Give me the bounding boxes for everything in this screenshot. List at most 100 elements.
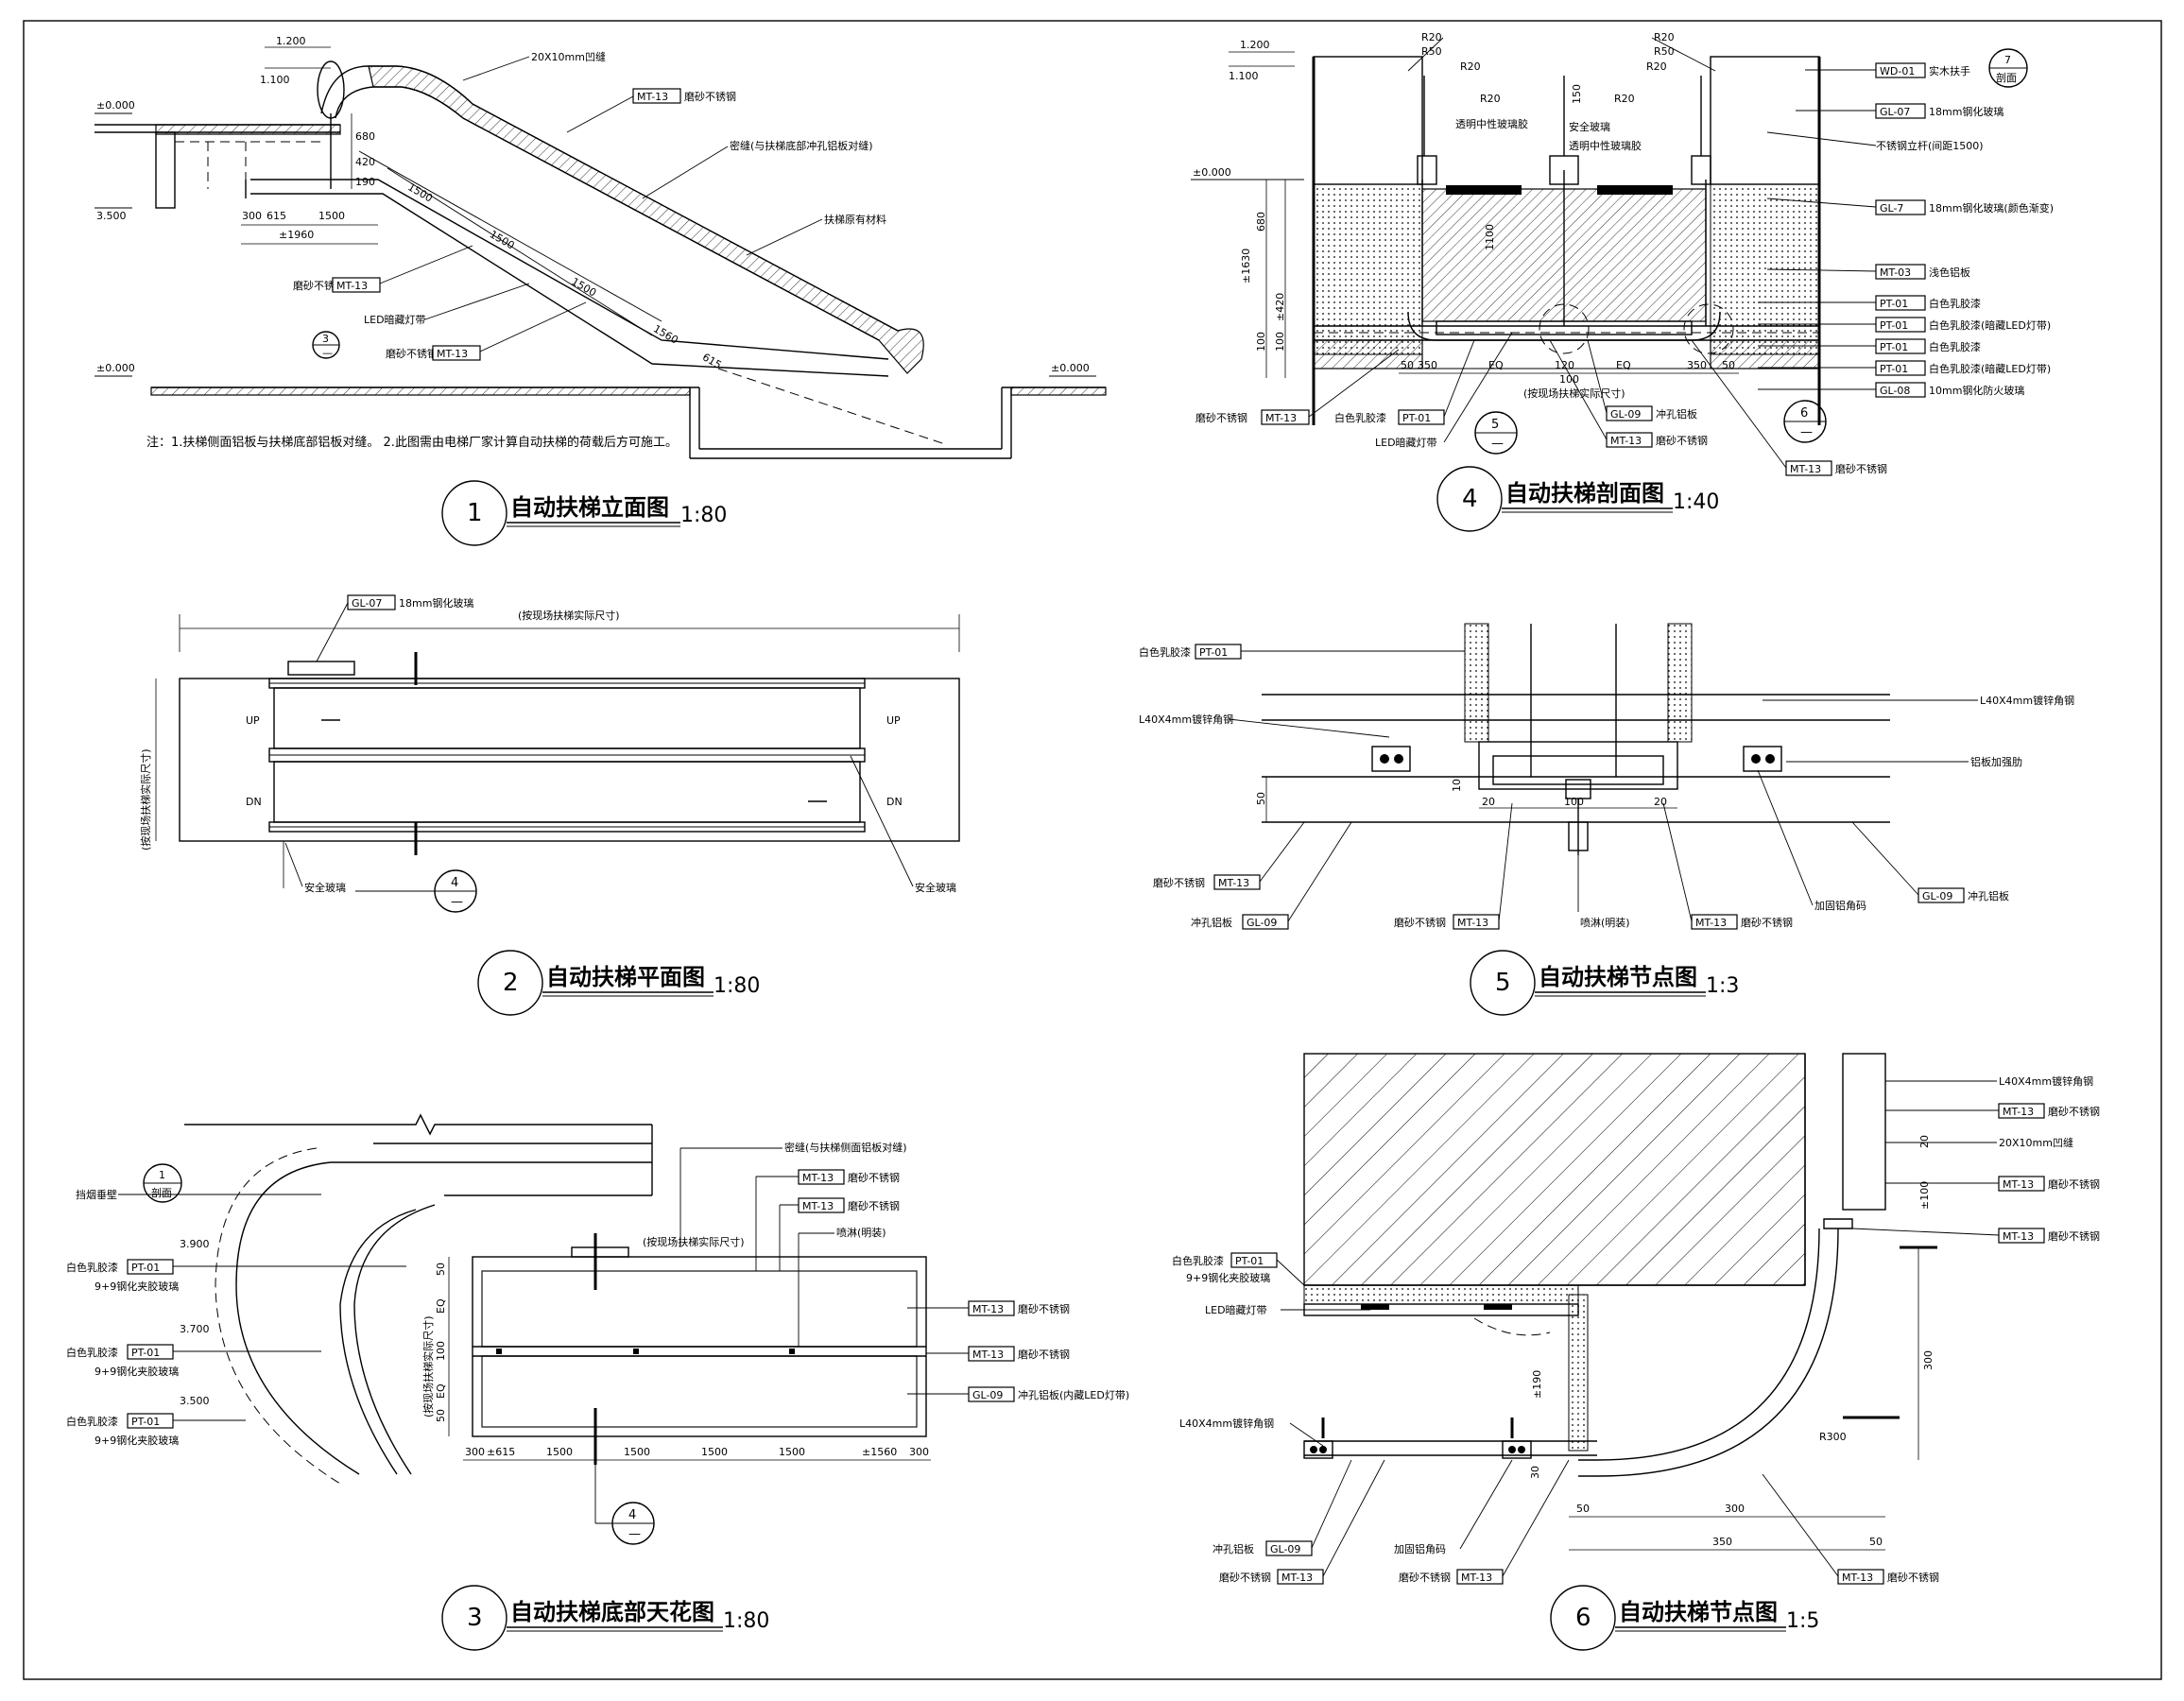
ref-sheet: — bbox=[1491, 437, 1504, 451]
view-title: 自动扶梯节点图 bbox=[1539, 964, 1697, 990]
callout: 磨砂不锈钢 bbox=[1394, 917, 1446, 929]
view-title: 自动扶梯底部天花图 bbox=[510, 1599, 714, 1625]
callout: 冲孔铝板 bbox=[1968, 889, 2009, 902]
dim-label: 350 bbox=[1712, 1536, 1732, 1548]
dim-label: 20 bbox=[1654, 796, 1667, 808]
callout: 白色乳胶漆 bbox=[1139, 645, 1191, 659]
callout: 磨砂不锈钢 bbox=[2048, 1230, 2100, 1243]
callout: 9+9钢化夹胶玻璃 bbox=[1186, 1271, 1270, 1284]
dim-label: EQ bbox=[1616, 359, 1631, 371]
inner-label: 透明中性玻璃胶 bbox=[1569, 139, 1642, 152]
callout: L40X4mm镀锌角钢 bbox=[1980, 694, 2074, 707]
material-tag: GL-07 bbox=[352, 597, 382, 610]
dim-label: EQ bbox=[1488, 359, 1504, 371]
callout: 密缝(与扶梯底部冲孔铝板对缝) bbox=[730, 139, 873, 152]
ref-sheet: 剖面 bbox=[1996, 71, 2017, 84]
material-tag: MT-13 bbox=[1695, 917, 1727, 929]
direction-label: DN bbox=[246, 796, 262, 808]
callout: 喷淋(明装) bbox=[1580, 917, 1630, 929]
material-desc: 浅色铝板 bbox=[1929, 266, 1970, 279]
material-tag: PT-01 bbox=[1880, 341, 1908, 353]
dim-label: 1500 bbox=[405, 180, 435, 204]
ref-sheet: — bbox=[1800, 425, 1813, 439]
callout: 磨砂不锈钢 bbox=[1741, 917, 1793, 929]
callout: 白色乳胶漆 bbox=[66, 1415, 118, 1428]
material-desc: 白色乳胶漆(暗藏LED灯带) bbox=[1929, 362, 2051, 375]
view-number: 4 bbox=[1462, 485, 1478, 513]
material-tag: MT-13 bbox=[802, 1200, 834, 1212]
dim-label: 350 bbox=[1687, 359, 1707, 371]
view-title-6: 6 自动扶梯节点图 1:5 bbox=[1550, 1585, 1819, 1651]
callout: 磨砂不锈钢 bbox=[1219, 1572, 1271, 1584]
radius-label: R50 bbox=[1421, 45, 1442, 58]
drawing-note: 注：1.扶梯侧面铝板与扶梯底部铝板对缝。 2.此图需由电梯厂家计算自动扶梯的荷载… bbox=[146, 435, 678, 450]
view-scale: 1:80 bbox=[714, 974, 760, 998]
dim-label: ±420 bbox=[1274, 293, 1286, 321]
dim-label: 20 bbox=[1918, 1135, 1931, 1148]
dim-label: ±1560 bbox=[862, 1446, 897, 1458]
dim-label: 300 bbox=[1725, 1503, 1745, 1515]
dim-label: 100 bbox=[1559, 373, 1579, 386]
ref-number: 4 bbox=[451, 876, 458, 890]
dim-label: ±1960 bbox=[279, 229, 314, 241]
view-title: 自动扶梯节点图 bbox=[1619, 1599, 1778, 1625]
view-title: 自动扶梯平面图 bbox=[546, 964, 705, 990]
direction-label: UP bbox=[246, 714, 260, 727]
callout: 挡烟垂壁 bbox=[76, 1188, 117, 1201]
material-tag: PT-01 bbox=[131, 1416, 160, 1428]
ref-number: 7 bbox=[2004, 54, 2011, 66]
dim-label: 190 bbox=[355, 176, 375, 188]
material-desc: 10mm钢化防火玻璃 bbox=[1929, 384, 2024, 397]
inner-label: 150 bbox=[1571, 84, 1583, 104]
callout: 磨砂不锈钢 bbox=[2048, 1178, 2100, 1191]
level-label: ±0.000 bbox=[96, 362, 135, 374]
view-scale: 1:40 bbox=[1673, 490, 1719, 514]
dim-label: 300 bbox=[242, 210, 262, 222]
callout: 磨砂不锈钢 bbox=[1018, 1303, 1070, 1315]
dim-label: 615 bbox=[700, 351, 724, 371]
material-tag: GL-08 bbox=[1880, 385, 1910, 397]
material-desc: 白色乳胶漆 bbox=[1929, 297, 1981, 310]
callout: 冲孔铝板(内藏LED灯带) bbox=[1018, 1388, 1129, 1401]
ref-number: 4 bbox=[628, 1508, 636, 1522]
callout: 白色乳胶漆 bbox=[66, 1346, 118, 1359]
material-tag: GL-09 bbox=[1922, 890, 1952, 902]
material-desc: 18mm钢化玻璃(颜色渐变) bbox=[1929, 201, 2054, 215]
callout: 9+9钢化夹胶玻璃 bbox=[95, 1434, 179, 1447]
callout: 磨砂不锈钢 bbox=[1195, 412, 1247, 424]
ref-number: 3 bbox=[322, 333, 329, 345]
view-number: 6 bbox=[1575, 1604, 1591, 1632]
dim-label: ±100 bbox=[1918, 1181, 1931, 1210]
view-title: 自动扶梯剖面图 bbox=[1505, 480, 1664, 507]
material-tag: GL-09 bbox=[1610, 408, 1641, 421]
material-tag: PT-01 bbox=[131, 1262, 160, 1274]
material-tag: WD-01 bbox=[1880, 65, 1915, 77]
level-label: 3.500 bbox=[180, 1395, 210, 1407]
material-tag: MT-13 bbox=[2003, 1106, 2034, 1118]
material-tag: MT-13 bbox=[437, 348, 468, 360]
material-tag: MT-13 bbox=[1218, 877, 1249, 889]
side-note: (按现场扶梯实际尺寸) bbox=[139, 748, 152, 850]
ref-sheet: — bbox=[322, 347, 333, 359]
callout: 20X10mm凹缝 bbox=[1999, 1136, 2073, 1149]
material-tag: PT-01 bbox=[1402, 412, 1431, 424]
callout: 密缝(与扶梯侧面铝板对缝) bbox=[784, 1141, 907, 1154]
dim-label: 680 bbox=[355, 130, 375, 143]
callout: 冲孔铝板 bbox=[1191, 916, 1232, 929]
view-1-elevation: ±0.000 3.500 ±0.000 ±0.000 1.200 1.100 6… bbox=[95, 35, 1107, 459]
material-desc: 18mm钢化玻璃 bbox=[1929, 105, 2003, 118]
callout: L40X4mm镀锌角钢 bbox=[1999, 1074, 2093, 1088]
callout: 磨砂不锈钢 bbox=[1835, 463, 1887, 475]
view-title-2: 2 自动扶梯平面图 1:80 bbox=[477, 950, 760, 1016]
dim-label: ±1630 bbox=[1240, 249, 1252, 284]
dim-label: 1.100 bbox=[260, 74, 290, 86]
material-tag: MT-13 bbox=[637, 91, 668, 103]
callout: 磨砂不锈钢 bbox=[848, 1200, 900, 1212]
radius-label: R20 bbox=[1460, 60, 1481, 73]
material-tag: MT-13 bbox=[2003, 1178, 2034, 1191]
material-tag: MT-13 bbox=[2003, 1230, 2034, 1243]
callout: 磨砂不锈钢 bbox=[1887, 1572, 1939, 1584]
view-5-node: 50 10 20 100 20 白色乳胶漆 PT-01 L40X4mm镀锌角钢 … bbox=[1139, 623, 2074, 930]
inner-label: 透明中性玻璃胶 bbox=[1455, 117, 1528, 130]
dim-label: 350 bbox=[1418, 359, 1437, 371]
